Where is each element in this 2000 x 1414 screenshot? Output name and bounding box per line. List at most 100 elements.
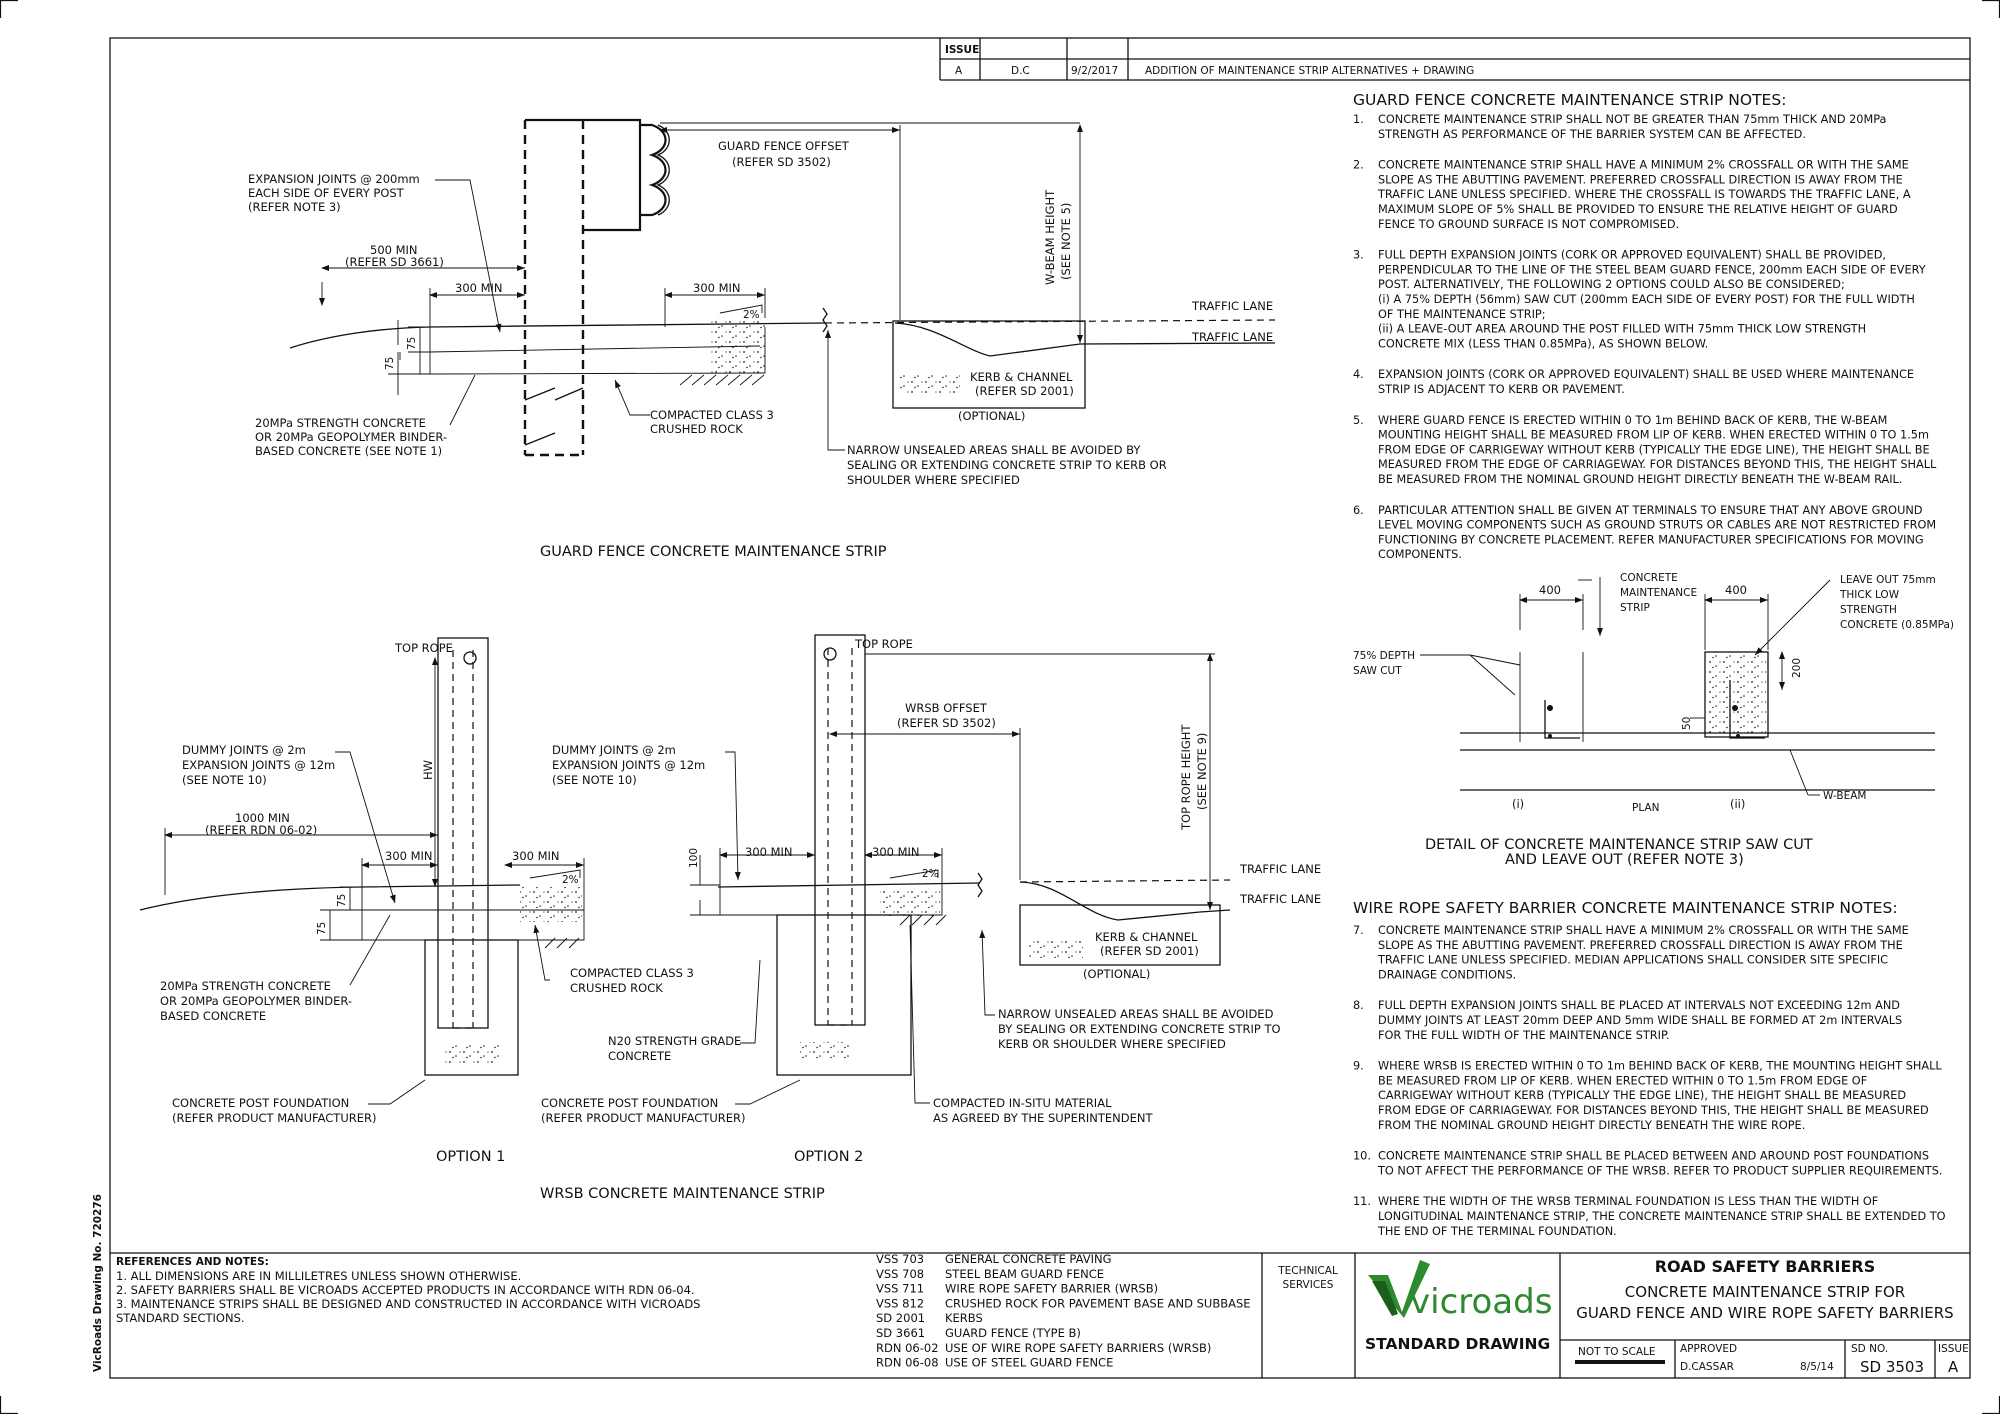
wrsb-o2-300a: 300 MIN	[745, 845, 793, 859]
wrsb-foundation1-label-2: (REFER PRODUCT MANUFACTURER)	[172, 1111, 376, 1125]
wrsb-foundation2-label-1: CONCRETE POST FOUNDATION	[541, 1096, 718, 1110]
standard-description: USE OF STEEL GUARD FENCE	[945, 1356, 1113, 1370]
detail-dim400a: 400	[1539, 583, 1561, 597]
standard-code: RDN 06-02	[876, 1341, 939, 1355]
note-line: COMPONENTS.	[1378, 548, 1462, 561]
technical-services-2: SERVICES	[1283, 1279, 1334, 1291]
note-line: LONGITUDINAL MAINTENANCE STRIP, THE CONC…	[1378, 1210, 1946, 1223]
wrsb-offset-ref: (REFER SD 3502)	[897, 716, 996, 730]
wrsb-top-rope-2: TOP ROPE	[854, 637, 913, 651]
note-line: EXPANSION JOINTS (CORK OR APPROVED EQUIV…	[1378, 368, 1914, 381]
wrsb-kerb-ref: (REFER SD 2001)	[1100, 944, 1199, 958]
drawing-title-sub-2: GUARD FENCE AND WIRE ROPE SAFETY BARRIER…	[1576, 1304, 1953, 1322]
gf-rock-label-1: COMPACTED CLASS 3	[650, 408, 774, 422]
gf-min500-ref: (REFER SD 3661)	[345, 255, 444, 269]
gf-offset-ref: (REFER SD 3502)	[732, 155, 831, 169]
wrsb-traffic-lane-2: TRAFFIC LANE	[1239, 892, 1321, 906]
note-line: (ii) A LEAVE-OUT AREA AROUND THE POST FI…	[1378, 323, 1866, 336]
wrsb-offset-label: WRSB OFFSET	[905, 701, 988, 715]
note-line: FENCE TO GROUND SURFACE IS NOT COMPROMIS…	[1378, 218, 1679, 231]
detail-strip-3: STRIP	[1620, 602, 1650, 614]
wrsb-notes: WIRE ROPE SAFETY BARRIER CONCRETE MAINTE…	[1353, 899, 1946, 1238]
gf-notes-heading: GUARD FENCE CONCRETE MAINTENANCE STRIP N…	[1353, 91, 1786, 109]
note-line: FOR THE FULL WIDTH OF THE MAINTENANCE ST…	[1378, 1029, 1670, 1042]
note-line: TO NOT AFFECT THE PERFORMANCE OF THE WRS…	[1377, 1164, 1942, 1177]
wrsb-top-rope-1: TOP ROPE	[394, 641, 453, 655]
note-line: OF THE MAINTENANCE STRIP;	[1378, 308, 1546, 321]
wrsb-joints1-label-3: (SEE NOTE 10)	[182, 773, 267, 787]
gf-dim75a: 75	[406, 337, 418, 350]
note-line: MOUNTING HEIGHT SHALL BE MEASURED FROM L…	[1378, 429, 1929, 442]
sd-no-value: SD 3503	[1860, 1358, 1924, 1376]
note-number: 3.	[1353, 249, 1364, 262]
gf-dim75b: 75	[384, 357, 396, 370]
note-line: CARRIGEWAY WITHOUT KERB (TYPICALLY THE E…	[1378, 1089, 1906, 1102]
approved-label: APPROVED	[1680, 1343, 1737, 1355]
standard-code: VSS 711	[876, 1282, 924, 1296]
detail-leaveout-1: LEAVE OUT 75mm	[1840, 574, 1936, 586]
drawing-title-main: ROAD SAFETY BARRIERS	[1655, 1257, 1876, 1276]
detail-strip-1: CONCRETE	[1620, 572, 1678, 584]
detail-title-2: AND LEAVE OUT (REFER NOTE 3)	[1505, 852, 1744, 868]
note-line: WHERE GUARD FENCE IS ERECTED WITHIN 0 TO…	[1378, 414, 1887, 427]
guard-fence-section-drawing	[289, 118, 1276, 457]
note-number: 1.	[1353, 113, 1364, 126]
gf-narrow-label-1: NARROW UNSEALED AREAS SHALL BE AVOIDED B…	[847, 443, 1141, 457]
wrsb-slope1: 2%	[562, 874, 579, 886]
wrsb-d75b: 75	[316, 922, 328, 935]
issue-table-issue: A	[955, 65, 963, 77]
note-line: CONCRETE MAINTENANCE STRIP SHALL BE PLAC…	[1378, 1150, 1929, 1163]
note-number: 9.	[1353, 1060, 1364, 1073]
detail-plan: PLAN	[1632, 802, 1659, 814]
standard-code: VSS 703	[876, 1252, 924, 1266]
note-line: POST. ALTERNATIVELY, THE FOLLOWING 2 OPT…	[1378, 278, 1845, 291]
gf-section-title: GUARD FENCE CONCRETE MAINTENANCE STRIP	[540, 544, 887, 560]
issue-table-by: D.C	[1011, 65, 1030, 77]
note-number: 6.	[1353, 504, 1364, 517]
wrsb-section-title: WRSB CONCRETE MAINTENANCE STRIP	[540, 1186, 825, 1202]
note-line: (i) A 75% DEPTH (56mm) SAW CUT (200mm EA…	[1378, 293, 1915, 306]
detail-title-1: DETAIL OF CONCRETE MAINTENANCE STRIP SAW…	[1425, 837, 1813, 853]
note-line: MAXIMUM SLOPE OF 5% SHALL BE PROVIDED TO…	[1378, 203, 1898, 216]
wrsb-rope-height-label: TOP ROPE HEIGHT	[1179, 724, 1193, 831]
wrsb-insitu-label-2: AS AGREED BY THE SUPERINTENDENT	[933, 1111, 1153, 1125]
note-line: DUMMY JOINTS AT LEAST 20mm DEEP AND 5mm …	[1378, 1014, 1902, 1027]
wrsb-option1-title: OPTION 1	[436, 1149, 505, 1165]
note-line: STRENGTH AS PERFORMANCE OF THE BARRIER S…	[1378, 128, 1806, 141]
wrsb-slope2: 2%	[922, 868, 939, 880]
standard-description: GENERAL CONCRETE PAVING	[945, 1252, 1112, 1266]
wrsb-narrow-label-3: KERB OR SHOULDER WHERE SPECIFIED	[998, 1037, 1226, 1051]
wrsb-min1000-ref: (REFER RDN 06-02)	[205, 823, 317, 837]
guard-fence-section-labels: EXPANSION JOINTS @ 200mm EACH SIDE OF EV…	[248, 139, 1273, 560]
title-block: REFERENCES AND NOTES: 1. ALL DIMENSIONS …	[116, 1252, 1970, 1378]
standard-code: SD 3661	[876, 1326, 925, 1340]
issue-table: ISSUE A D.C 9/2/2017 ADDITION OF MAINTEN…	[939, 38, 1970, 81]
gf-optional-label: (OPTIONAL)	[958, 409, 1025, 423]
issue-table-description: ADDITION OF MAINTENANCE STRIP ALTERNATIV…	[1145, 65, 1474, 77]
detail-sawcut-1: 75% DEPTH	[1353, 650, 1415, 662]
gf-exp-joints-label-1: EXPANSION JOINTS @ 200mm	[248, 172, 420, 186]
gf-wbeam-height-ref: (SEE NOTE 5)	[1059, 203, 1073, 280]
gf-min500-label: 500 MIN	[370, 243, 418, 257]
standard-description: GUARD FENCE (TYPE B)	[945, 1326, 1081, 1340]
note-number: 8.	[1353, 999, 1364, 1012]
ref-note-4: STANDARD SECTIONS.	[116, 1311, 245, 1325]
gf-concrete-label-2: OR 20MPa GEOPOLYMER BINDER-	[255, 430, 447, 444]
note-line: PERPENDICULAR TO THE LINE OF THE STEEL B…	[1378, 263, 1926, 276]
gf-offset-label: GUARD FENCE OFFSET	[718, 139, 850, 153]
gf-exp-joints-label-3: (REFER NOTE 3)	[248, 200, 341, 214]
note-line: CONCRETE MAINTENANCE STRIP SHALL HAVE A …	[1378, 159, 1909, 172]
wrsb-kerb-label: KERB & CHANNEL	[1095, 930, 1198, 944]
approved-date: 8/5/14	[1800, 1361, 1834, 1373]
gf-kerb-ref: (REFER SD 2001)	[975, 384, 1074, 398]
approved-by: D.CASSAR	[1680, 1361, 1734, 1373]
note-line: WHERE WRSB IS ERECTED WITHIN 0 TO 1m BEH…	[1378, 1060, 1942, 1073]
saw-cut-detail: 400 400 CONCRETE MAINTENANCE STRIP LEAVE…	[1353, 572, 1954, 868]
detail-wbeam: W-BEAM	[1823, 790, 1866, 802]
standard-code: VSS 708	[876, 1267, 924, 1281]
wrsb-rock-label-2: CRUSHED ROCK	[570, 981, 663, 995]
standard-code: SD 2001	[876, 1311, 925, 1325]
wrsb-rock-label-1: COMPACTED CLASS 3	[570, 966, 694, 980]
